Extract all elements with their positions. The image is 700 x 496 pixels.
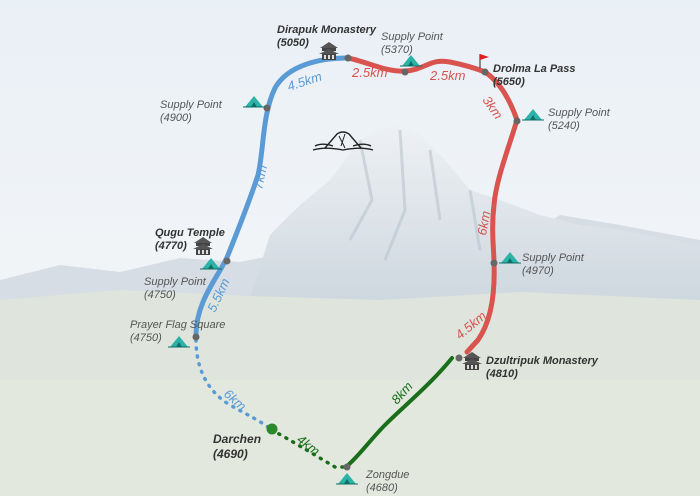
place-elev-darchen: (4690) <box>213 447 248 461</box>
route-south <box>344 356 454 469</box>
place-name-dirapuk: Dirapuk Monastery <box>277 24 377 36</box>
snow-streaks <box>348 129 482 261</box>
place-elev-sp5240: (5240) <box>548 120 580 132</box>
place-elev-dzultripuk: (4810) <box>486 368 518 380</box>
place-name-qugu: Qugu Temple <box>155 227 225 239</box>
place-name-prayer: Prayer Flag Square <box>130 319 225 331</box>
place-elev-drolma: (5650) <box>493 76 525 88</box>
node-dzultripuk <box>455 354 463 362</box>
place-elev-sp5370: (5370) <box>381 44 413 56</box>
node-sp4970 <box>490 259 498 267</box>
place-elev-zongdue: (4680) <box>366 482 398 494</box>
place-name-zongdue: Zongdue <box>365 469 409 481</box>
place-name-sp4970: Supply Point <box>522 252 585 264</box>
node-sp4900 <box>263 104 271 112</box>
mountain-icon <box>312 131 374 151</box>
place-name-sp4750: Supply Point <box>144 276 207 288</box>
place-elev-sp4750: (4750) <box>144 289 176 301</box>
flag-icon <box>479 54 489 68</box>
node-zongdue <box>343 463 351 471</box>
foothills <box>0 290 700 400</box>
place-name-sp5370: Supply Point <box>381 31 444 43</box>
place-elev-dirapuk: (5050) <box>277 37 309 49</box>
node-sp5240 <box>513 117 521 125</box>
place-elev-sp4970: (4970) <box>522 265 554 277</box>
place-name-sp4900: Supply Point <box>160 99 223 111</box>
place-name-sp5240: Supply Point <box>548 107 611 119</box>
node-sp5370 <box>401 68 409 76</box>
place-name-darchen: Darchen <box>213 432 261 446</box>
route-prayer-darchen <box>194 338 274 432</box>
node-sp4750 <box>223 257 231 265</box>
place-elev-qugu: (4770) <box>155 240 187 252</box>
node-prayer <box>192 333 200 341</box>
route-west <box>193 55 351 338</box>
route-darchen-zongdue <box>270 428 348 469</box>
place-name-dzultripuk: Dzultripuk Monastery <box>486 355 599 367</box>
place-elev-prayer: (4750) <box>130 332 162 344</box>
distance-label: 2.5km <box>351 65 388 80</box>
distance-label: 2.5km <box>429 68 466 83</box>
node-dirapuk <box>344 54 352 62</box>
distance-label: 7km <box>250 163 270 190</box>
node-drolma <box>481 68 489 76</box>
distance-label: 6km <box>474 210 493 237</box>
place-name-drolma: Drolma La Pass <box>493 63 576 75</box>
plain <box>0 380 700 496</box>
node-darchen <box>266 423 278 435</box>
place-elev-sp4900: (4900) <box>160 112 192 124</box>
mount-kailash <box>240 125 700 330</box>
